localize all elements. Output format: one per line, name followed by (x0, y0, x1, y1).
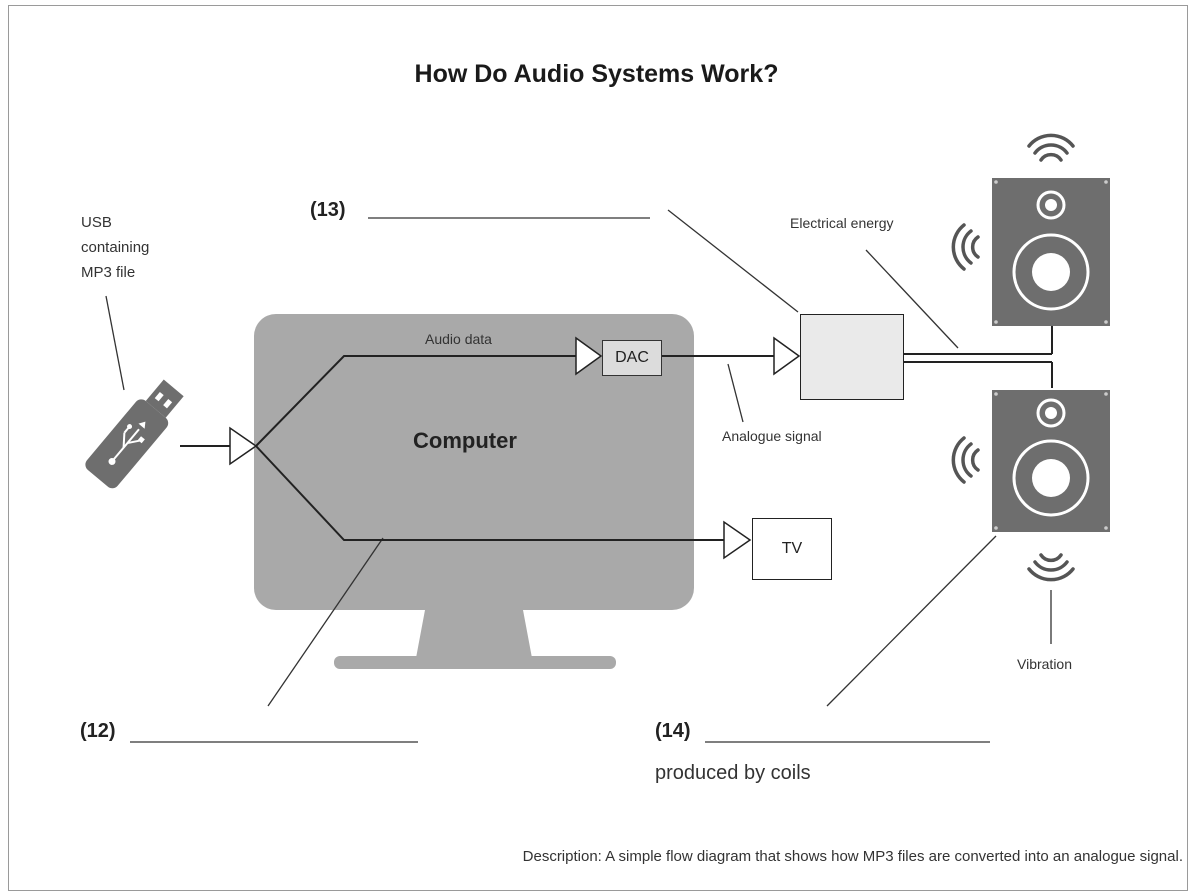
left-sound-wave-top-icon (951, 223, 980, 271)
top-sound-wave-icon (1027, 133, 1075, 162)
audio-data-path (255, 355, 576, 447)
tv-arrow (723, 520, 752, 560)
amplifier-box (800, 314, 904, 400)
dac-box: DAC (602, 340, 662, 376)
usb-leader-line (105, 295, 125, 391)
left-sound-wave-bottom-icon (951, 436, 980, 484)
usb-drive-icon (85, 379, 184, 489)
analogue-signal-label: Analogue signal (722, 428, 822, 444)
analogue-leader-line (727, 363, 744, 423)
q13-leader-line (667, 209, 799, 313)
bottom-sound-wave-icon (1027, 553, 1075, 582)
question-12-label: (12) (80, 720, 116, 742)
computer-label: Computer (413, 428, 517, 453)
usb-label: USB containing MP3 file (81, 210, 191, 285)
audio-data-label: Audio data (425, 331, 492, 347)
question-14-label: (14) (655, 720, 691, 742)
computer-monitor (254, 314, 694, 669)
question-14-suffix: produced by coils (655, 762, 811, 784)
usb-label-line-2: containing (81, 239, 150, 256)
tv-path (255, 445, 724, 541)
usb-arrow (229, 426, 258, 466)
electrical-energy-label: Electrical energy (790, 215, 894, 231)
diagram-frame (8, 5, 1188, 891)
question-13-label: (13) (310, 199, 346, 221)
electrical-leader-line (865, 249, 959, 349)
top-speaker-icon (992, 178, 1110, 326)
usb-label-line-1: USB (81, 214, 112, 231)
page-title: How Do Audio Systems Work? (414, 60, 779, 88)
usb-label-line-3: MP3 file (81, 264, 136, 281)
amp-arrow (773, 336, 801, 376)
q12-leader-line (267, 537, 384, 707)
q14-leader-line (826, 535, 997, 707)
description-caption: Description: A simple flow diagram that … (522, 848, 1183, 865)
bottom-speaker-icon (992, 390, 1110, 532)
dac-arrow (575, 336, 603, 376)
tv-box: TV (752, 518, 832, 580)
vibration-label: Vibration (1017, 656, 1073, 672)
tv-label: TV (781, 540, 803, 557)
dac-label: DAC (615, 349, 649, 366)
